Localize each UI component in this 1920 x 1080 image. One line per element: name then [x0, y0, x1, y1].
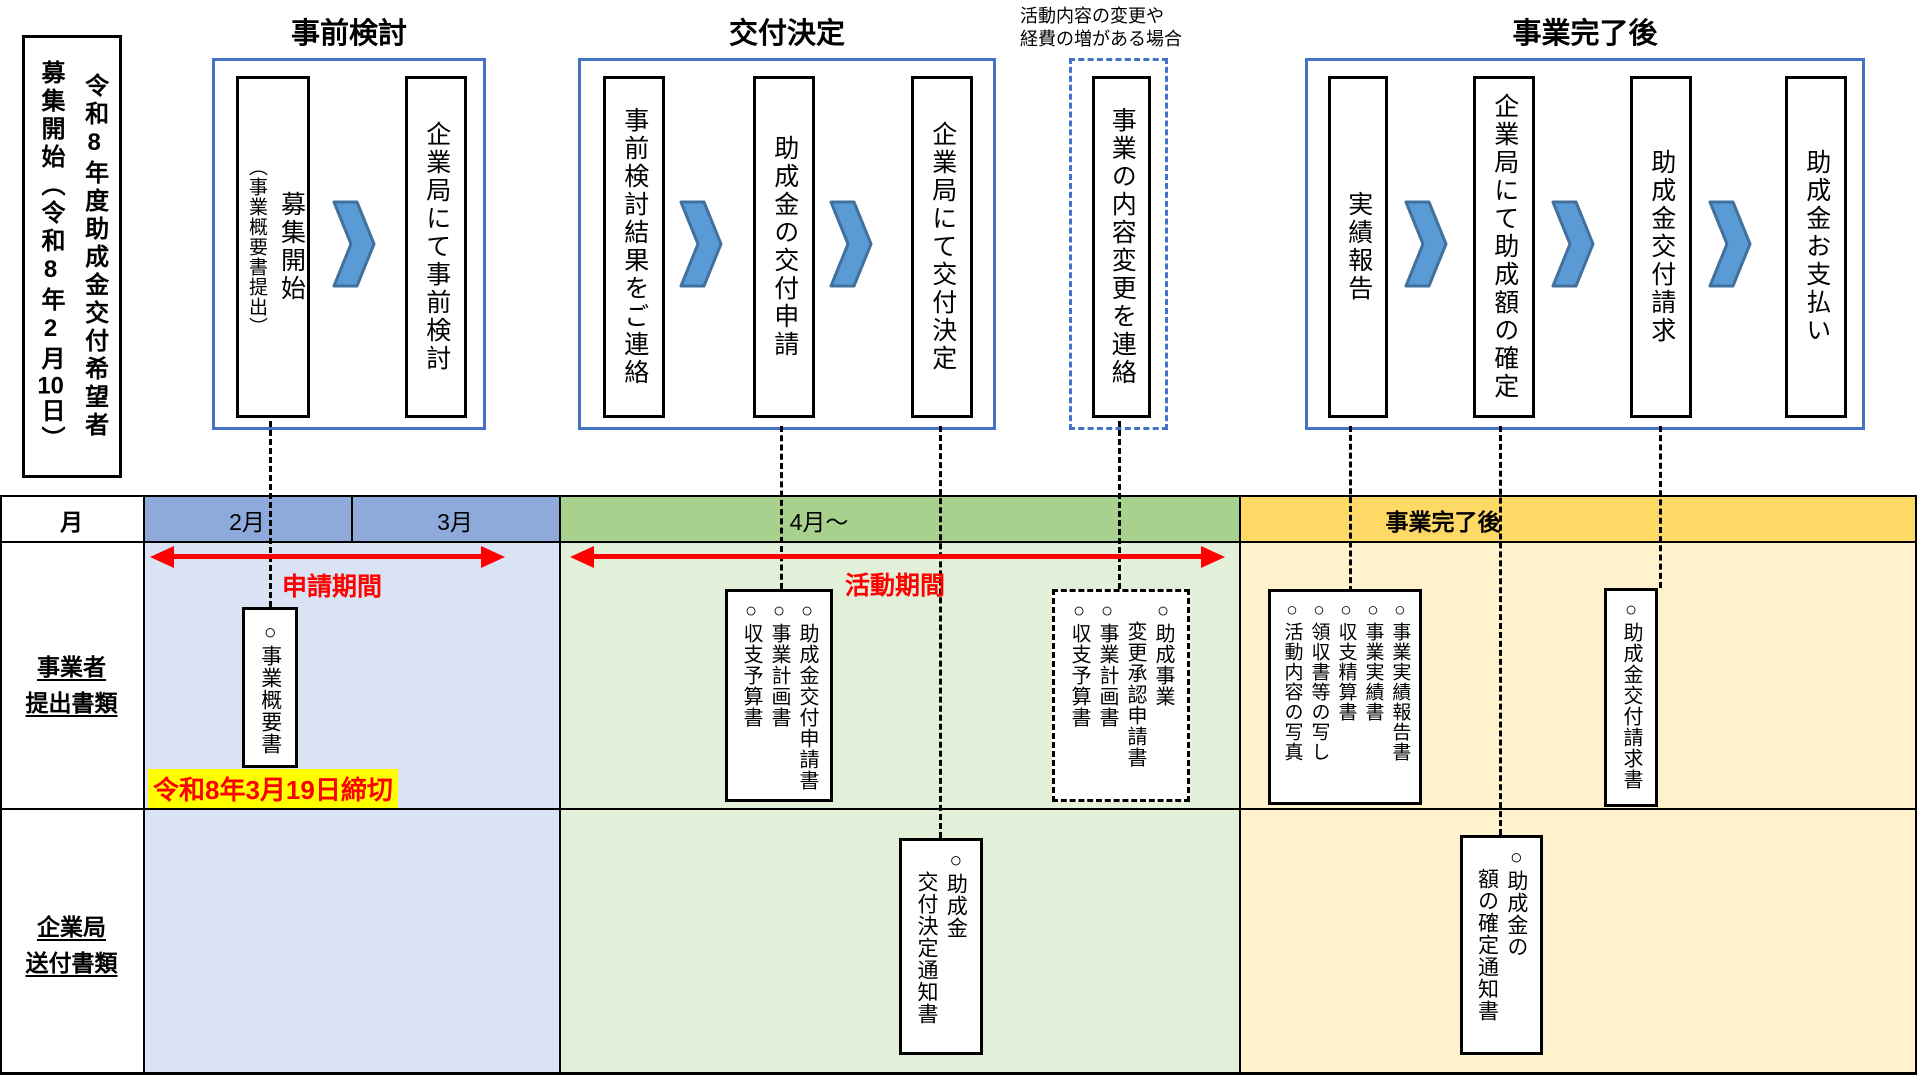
application-period-arrow	[150, 546, 505, 568]
bureau-row-after-cell	[1239, 810, 1917, 1075]
connector-request-to-docs	[1659, 426, 1662, 588]
connector-decision-to-notice	[939, 426, 942, 838]
connector-report-to-docs	[1349, 426, 1352, 592]
after-completion-header-cell: 事業完了後	[1239, 497, 1917, 543]
step-performance-report: 実績報告	[1328, 76, 1388, 418]
frame-change-notice: 事業の内容変更を連絡	[1069, 58, 1168, 430]
april-onward-header-cell: 4月～	[559, 497, 1239, 543]
application-period-label: 申請期間	[281, 573, 382, 601]
table-header-border	[0, 541, 1917, 543]
connector-change-to-docs	[1118, 421, 1121, 589]
table-right-border	[1915, 495, 1917, 1075]
table-row-divider	[0, 808, 1917, 810]
doc-performance-report-set: ○事業実績報告書 ○事業実績書 ○収支精算書 ○領収書等の写し ○活動内容の写真	[1268, 589, 1422, 805]
business-row-feb-mar-cell	[143, 543, 559, 810]
frame-grant-decision: 事前検討結果をご連絡 助成金の交付申請 企業局にて交付決定	[578, 58, 996, 430]
connector-recruitment-to-overview	[269, 421, 272, 607]
table-left-border	[0, 495, 2, 1075]
step-bureau-grant-decision: 企業局にて交付決定	[911, 76, 973, 418]
chevron-arrow-icon	[332, 200, 376, 288]
green-gold-divider	[1239, 495, 1241, 1075]
section-title-after-completion: 事業完了後	[1512, 18, 1658, 50]
table-top-border	[0, 495, 1917, 497]
frame-after-completion: 実績報告 企業局にて助成額の確定 助成金交付請求 助成金お支払い	[1305, 58, 1865, 430]
activity-period-label: 活動期間	[844, 572, 945, 600]
arrow-left-head-icon	[150, 546, 174, 568]
doc-grant-application-set: ○助成金交付申請書 ○事業計画書 ○収支予算書	[725, 589, 833, 802]
deadline-note: 令和8年3月19日締切	[148, 769, 398, 808]
section-title-preliminary-review: 事前検討	[290, 18, 407, 50]
step-review-result-notice: 事前検討結果をご連絡	[603, 76, 665, 418]
change-condition-note: 活動内容の変更や 経費の増がある場合	[1020, 6, 1182, 50]
doc-business-overview: ○事業概要書	[242, 607, 298, 768]
step-recruitment-start: 募集開始（事業概要書提出）	[236, 76, 310, 418]
chevron-arrow-icon	[1404, 200, 1448, 288]
doc-amount-confirmation-notice: ○助成金の 額の確定通知書	[1460, 835, 1543, 1055]
bureau-row-feb-mar-cell	[143, 810, 559, 1075]
chevron-arrow-icon	[829, 200, 873, 288]
recruitment-start-box: 令和8年度助成金交付希望者募集開始（令和8年2月10日）	[22, 35, 122, 478]
march-header-cell: 3月	[351, 497, 559, 543]
doc-payment-request: ○助成金交付請求書	[1604, 588, 1658, 807]
arrow-right-head-icon	[1201, 546, 1225, 568]
recruitment-start-text: 令和8年度助成金交付希望者募集開始（令和8年2月10日）	[37, 59, 108, 454]
label-column-divider	[143, 495, 145, 1075]
feb-mar-divider	[351, 495, 353, 543]
activity-period-arrow	[570, 546, 1225, 568]
business-documents-label: 事業者 提出書類	[25, 654, 118, 716]
connector-confirmation-to-notice	[1499, 426, 1502, 835]
section-title-grant-decision: 交付決定	[728, 18, 845, 50]
arrow-left-head-icon	[570, 546, 594, 568]
blue-green-divider	[559, 495, 561, 1075]
doc-change-approval-set: ○助成事業 変更承認申請書 ○事業計画書 ○収支予算書	[1052, 589, 1190, 802]
month-header-cell: 月	[0, 497, 143, 543]
step-payment-request: 助成金交付請求	[1630, 76, 1692, 418]
february-header-cell: 2月	[143, 497, 351, 543]
chevron-arrow-icon	[1708, 200, 1752, 288]
chevron-arrow-icon	[1551, 200, 1595, 288]
step-payment: 助成金お支払い	[1785, 76, 1847, 418]
connector-application-to-docs	[780, 426, 783, 589]
table-bottom-border	[0, 1072, 1917, 1075]
frame-preliminary-review: 募集開始（事業概要書提出） 企業局にて事前検討	[212, 58, 486, 430]
bureau-documents-label: 企業局 送付書類	[25, 914, 118, 976]
step-grant-application: 助成金の交付申請	[753, 76, 815, 418]
step-content-change-notice: 事業の内容変更を連絡	[1092, 76, 1151, 418]
doc-grant-decision-notice: ○助成金 交付決定通知書	[899, 838, 983, 1055]
chevron-arrow-icon	[679, 200, 723, 288]
step-bureau-preliminary-review: 企業局にて事前検討	[405, 76, 467, 418]
step-amount-confirmation: 企業局にて助成額の確定	[1473, 76, 1535, 418]
arrow-right-head-icon	[481, 546, 505, 568]
